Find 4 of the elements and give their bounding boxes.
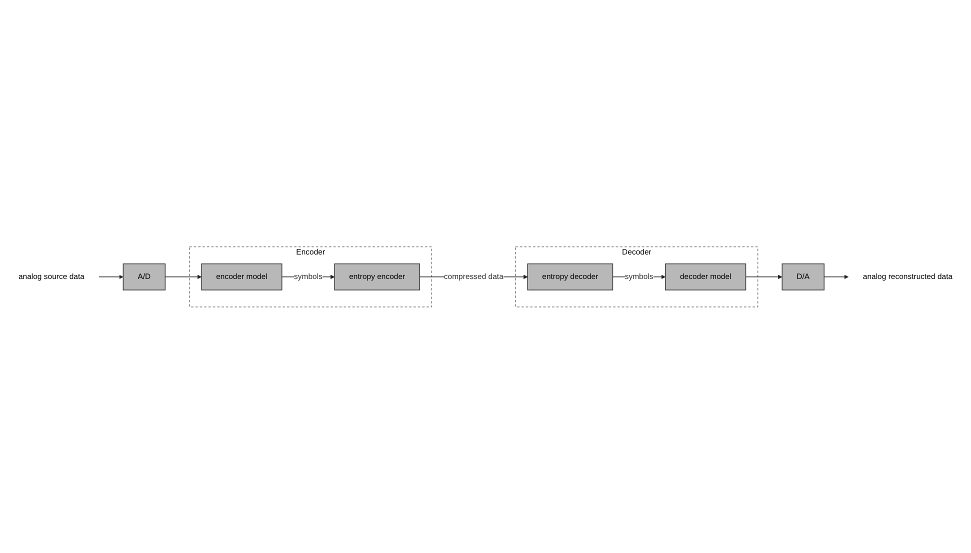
arrow [745,274,782,279]
arrow [824,274,849,279]
arrow [164,274,202,279]
arrow [98,274,124,279]
